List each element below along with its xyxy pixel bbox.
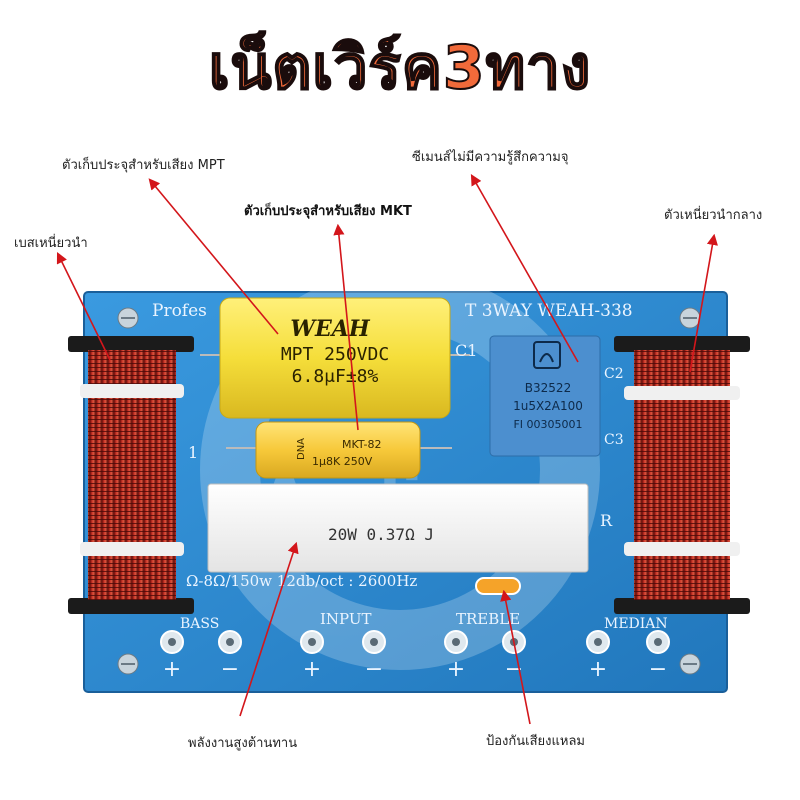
arrow-mkt [333, 223, 359, 431]
terminal-hole [226, 638, 234, 646]
resistor-text: 20W 0.37Ω J [328, 525, 434, 544]
bass-inductor [68, 336, 194, 614]
polarity-sign: − [365, 657, 383, 682]
mkt-capacitor: DNA MKT-82 1μ8K 250V [226, 421, 452, 479]
terminal-hole [308, 638, 316, 646]
terminal-hole [452, 638, 460, 646]
callout-protector: ป้องกันเสียงแหลม [486, 734, 585, 749]
polarity-sign: + [163, 657, 181, 682]
label-c1: C1 [455, 341, 477, 360]
label-c2: C2 [604, 366, 624, 382]
label-r: R [600, 511, 613, 530]
label-l1: 1 [188, 443, 198, 462]
arrow-ceramic [470, 174, 579, 363]
label-c3: C3 [604, 432, 624, 448]
mpt-line1: MPT 250VDC [281, 344, 389, 365]
callout-mkt-capacitor: ตัวเก็บประจุสำหรับเสียง MKT [244, 204, 412, 219]
callout-resistor: พลังงานสูงต้านทาน [188, 736, 298, 751]
mpt-capacitor: WEAH MPT 250VDC 6.8μF±8% [200, 297, 470, 419]
screw-icon [117, 307, 139, 329]
terminal-hole [168, 638, 176, 646]
mid-inductor [614, 336, 750, 614]
terminal-label-bass: BASS [180, 616, 219, 632]
terminal-label-median: MEDIAN [604, 616, 668, 632]
spec-line: Ω-8Ω/150w 12db/oct : 2600Hz [186, 572, 417, 590]
polarity-sign: + [303, 657, 321, 682]
terminal-label-input: INPUT [320, 610, 372, 628]
callout-ceramic-capacitor: ซีเมนส์ไม่มีความรู้สึกความจุ [412, 150, 569, 165]
callout-bass-inductor: เบสเหนี่ยวนำ [14, 236, 88, 251]
ceramic-line1: B32522 [525, 381, 571, 395]
arrow-resistor [239, 541, 299, 717]
polarity-sign: − [649, 657, 667, 682]
screw-icon [679, 653, 701, 675]
terminal-hole [654, 638, 662, 646]
power-resistor: 20W 0.37Ω J [207, 483, 589, 573]
page-title: เน็ตเวิร์ค3ทาง [208, 32, 592, 104]
tweeter-protector [475, 577, 521, 595]
mkt-side: DNA [296, 438, 307, 460]
arrow-mid [689, 233, 718, 373]
arrow-bass [56, 251, 111, 361]
screw-icon [117, 653, 139, 675]
board-header-left: Profes [152, 301, 207, 321]
arrow-mpt [148, 178, 279, 335]
terminal-label-treble: TREBLE [456, 610, 520, 628]
siemens-logo [533, 341, 561, 369]
arrow-protector [500, 589, 531, 725]
polarity-sign: + [447, 657, 465, 682]
ceramic-capacitor: B32522 1u5X2A100 FI 00305001 [489, 335, 601, 457]
mkt-line2: 1μ8K 250V [312, 455, 373, 468]
screw-icon [679, 307, 701, 329]
mpt-brand: WEAH [290, 316, 371, 342]
callout-mpt-capacitor: ตัวเก็บประจุสำหรับเสียง MPT [62, 158, 225, 173]
callout-mid-inductor: ตัวเหนี่ยวนำกลาง [664, 208, 763, 223]
ceramic-line3: FI 00305001 [513, 418, 582, 431]
terminal-hole [370, 638, 378, 646]
polarity-sign: − [221, 657, 239, 682]
mpt-line2: 6.8μF±8% [292, 366, 379, 387]
callout-arrows [56, 174, 718, 725]
terminal-hole [594, 638, 602, 646]
polarity-sign: + [589, 657, 607, 682]
ceramic-line2: 1u5X2A100 [513, 399, 583, 413]
mkt-line1: MKT-82 [342, 438, 382, 451]
